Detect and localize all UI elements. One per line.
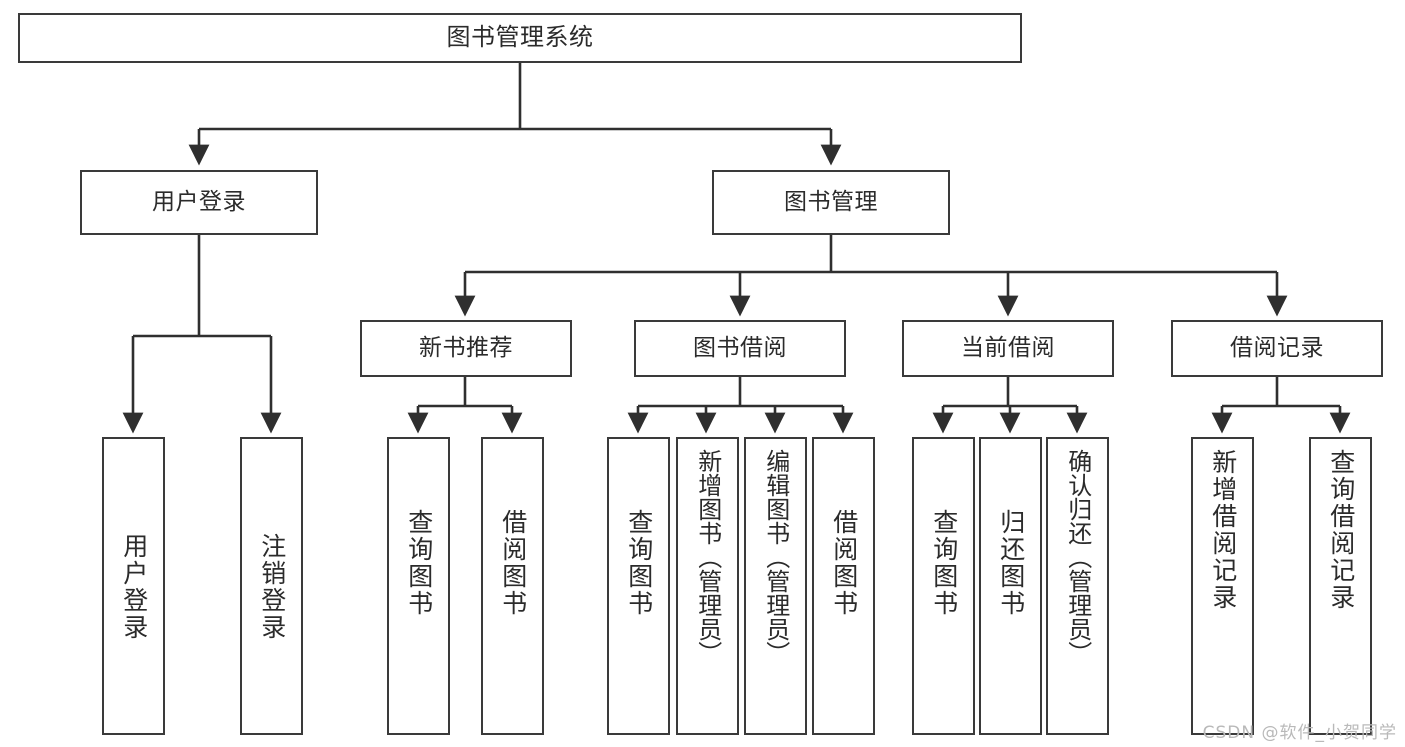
leaf-logout[interactable]: 注销登录 (240, 437, 303, 735)
leaf-add-borrow-record[interactable]: 新增借阅记录 (1191, 437, 1254, 735)
node-label: 图书借阅 (693, 335, 787, 362)
node-label: 新增图书（管理员） (693, 449, 722, 665)
node-label: 注销登录 (257, 533, 287, 641)
leaf-return-book[interactable]: 归还图书 (979, 437, 1042, 735)
leaf-borrow-book[interactable]: 借阅图书 (812, 437, 875, 735)
node-user-login[interactable]: 用户登录 (80, 170, 318, 235)
leaf-query-book-recommend[interactable]: 查询图书 (387, 437, 450, 735)
node-label: 查询图书 (929, 509, 959, 617)
node-label: 归还图书 (996, 509, 1026, 617)
node-label: 图书管理 (784, 189, 878, 216)
leaf-query-borrow-record[interactable]: 查询借阅记录 (1309, 437, 1372, 735)
leaf-add-book-admin[interactable]: 新增图书（管理员） (676, 437, 739, 735)
leaf-confirm-return-admin[interactable]: 确认归还（管理员） (1046, 437, 1109, 735)
node-label: 查询借阅记录 (1326, 449, 1356, 611)
node-label: 编辑图书（管理员） (761, 449, 790, 665)
node-label: 用户登录 (119, 533, 149, 641)
node-label: 查询图书 (624, 509, 654, 617)
node-label: 确认归还（管理员） (1063, 449, 1092, 665)
leaf-borrow-book-recommend[interactable]: 借阅图书 (481, 437, 544, 735)
leaf-edit-book-admin[interactable]: 编辑图书（管理员） (744, 437, 807, 735)
node-label: 借阅图书 (498, 509, 528, 617)
leaf-user-login[interactable]: 用户登录 (102, 437, 165, 735)
node-label: 当前借阅 (961, 335, 1055, 362)
node-current-borrowing[interactable]: 当前借阅 (902, 320, 1114, 377)
node-label: 借阅记录 (1230, 335, 1324, 362)
node-label: 图书管理系统 (446, 23, 594, 52)
node-label: 借阅图书 (829, 509, 859, 617)
node-label: 查询图书 (404, 509, 434, 617)
node-new-book-recommendation[interactable]: 新书推荐 (360, 320, 572, 377)
node-book-borrowing[interactable]: 图书借阅 (634, 320, 846, 377)
node-label: 新增借阅记录 (1208, 449, 1238, 611)
node-book-management[interactable]: 图书管理 (712, 170, 950, 235)
node-root-system[interactable]: 图书管理系统 (18, 13, 1022, 63)
leaf-query-book-borrow[interactable]: 查询图书 (607, 437, 670, 735)
leaf-query-book-current[interactable]: 查询图书 (912, 437, 975, 735)
node-label: 用户登录 (152, 189, 246, 216)
node-label: 新书推荐 (419, 335, 513, 362)
csdn-watermark: CSDN @软件_小贺同学 (1202, 723, 1397, 743)
node-borrowing-records[interactable]: 借阅记录 (1171, 320, 1383, 377)
